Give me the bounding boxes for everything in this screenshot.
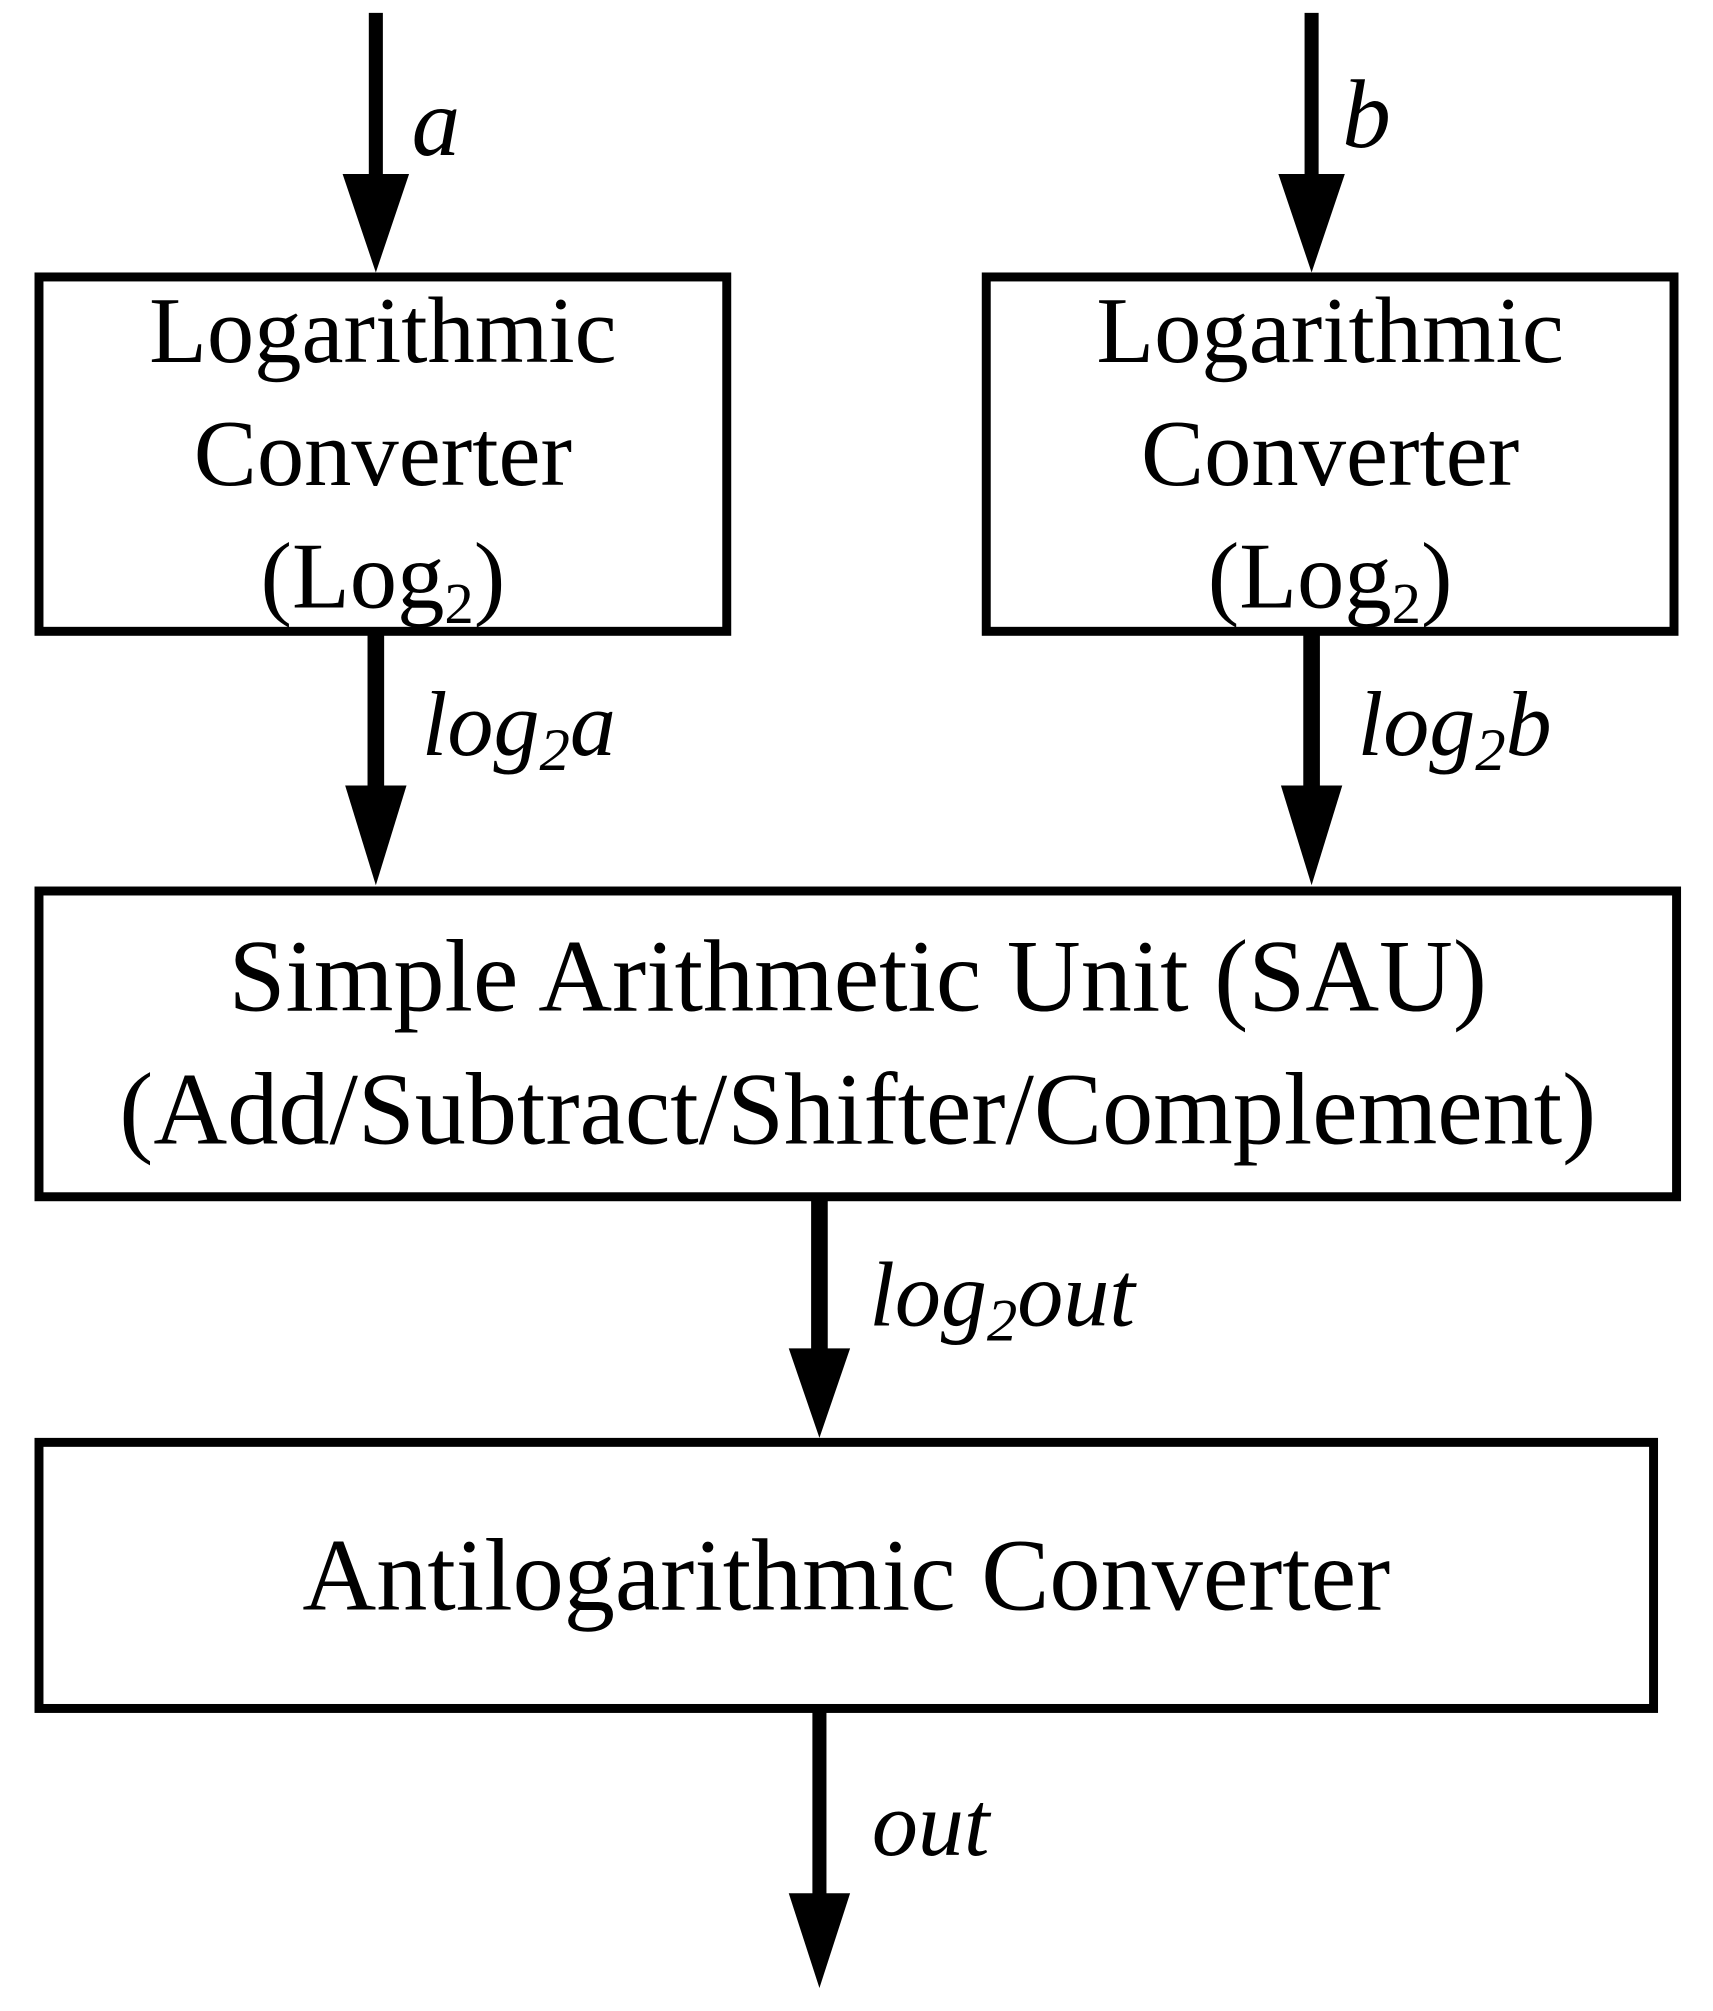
antilog-converter-line1: Antilogarithmic Converter <box>302 1519 1391 1632</box>
log-converter-b-line3-pre: (Log <box>1207 524 1392 630</box>
block-antilogarithmic-converter[interactable]: Antilogarithmic Converter <box>34 1437 1659 1713</box>
log2b-post: b <box>1505 672 1552 776</box>
signal-label-a: a <box>411 69 461 177</box>
log-converter-b-line3-sub: 2 <box>1391 570 1421 636</box>
arrow-input-a <box>330 12 422 275</box>
log2a-pre: log <box>421 672 540 776</box>
arrow-log2b <box>1266 631 1358 888</box>
arrow-input-b <box>1266 12 1358 275</box>
log2out-post: out <box>1017 1243 1135 1346</box>
block-simple-arithmetic-unit[interactable]: Simple Arithmetic Unit (SAU) (Add/Subtra… <box>34 886 1682 1202</box>
log-converter-b-line3-post: ) <box>1420 524 1453 630</box>
log-converter-a-line3-pre: (Log <box>260 524 445 630</box>
signal-label-log2out: log2out <box>869 1249 1135 1353</box>
signal-label-out: out <box>871 1773 990 1876</box>
log2b-sub: 2 <box>1475 718 1506 785</box>
signal-label-b: b <box>1342 61 1391 169</box>
arrow-log2out <box>773 1197 865 1440</box>
sau-line2: (Add/Subtract/Shifter/Complement) <box>119 1054 1597 1167</box>
block-log-converter-a[interactable]: Logarithmic Converter (Log2) <box>34 272 732 636</box>
sau-line1: Simple Arithmetic Unit (SAU) <box>228 921 1487 1034</box>
log-converter-b-line1: Logarithmic <box>1096 278 1564 384</box>
log-converter-b-line3: (Log2) <box>1208 516 1453 639</box>
arrow-output-out <box>773 1711 865 1991</box>
log2a-sub: 2 <box>539 718 570 785</box>
log2b-pre: log <box>1357 672 1476 776</box>
log2out-pre: log <box>869 1243 987 1346</box>
log-converter-a-line3-sub: 2 <box>444 570 474 636</box>
arrow-log2a <box>330 631 422 888</box>
log-converter-b-line2: Converter <box>1140 401 1520 507</box>
log-converter-a-line3-post: ) <box>473 524 506 630</box>
log2a-post: a <box>569 672 616 776</box>
log-converter-a-line2: Converter <box>193 401 573 507</box>
signal-label-log2a: log2a <box>422 678 616 782</box>
block-log-converter-b[interactable]: Logarithmic Converter (Log2) <box>981 272 1679 636</box>
log2out-sub: 2 <box>986 1288 1018 1356</box>
log-converter-a-line3: (Log2) <box>260 516 505 639</box>
signal-label-log2b: log2b <box>1358 678 1552 782</box>
log-converter-a-line1: Logarithmic <box>149 278 617 384</box>
